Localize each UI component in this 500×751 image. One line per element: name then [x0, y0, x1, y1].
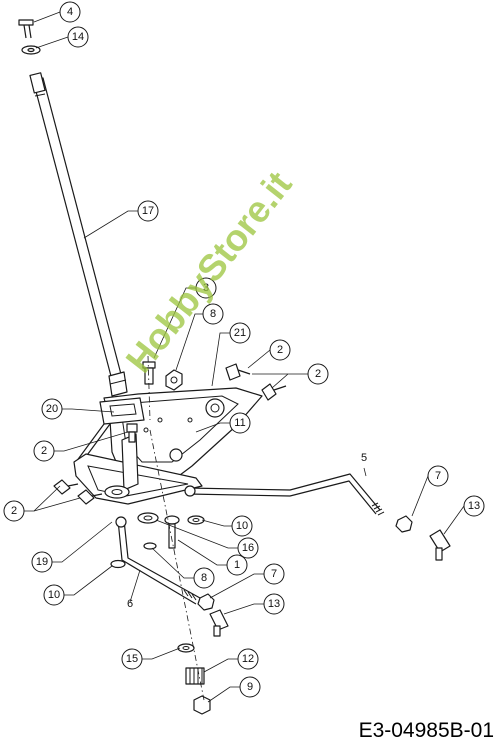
washer-15 — [177, 643, 195, 653]
drawing-code: E3-04985B-01 — [358, 719, 494, 742]
nut-8-top — [165, 369, 183, 391]
callout-7-lower-label: 7 — [271, 568, 277, 580]
callout-3-label: 3 — [203, 282, 209, 294]
screw-2-a — [225, 363, 251, 381]
callout-8-lower: 8 — [193, 567, 215, 589]
callout-15-label: 15 — [126, 653, 138, 665]
callout-4-label: 4 — [67, 6, 73, 18]
callout-8-top: 8 — [202, 303, 224, 325]
bolt-axis — [147, 355, 151, 421]
washer-10-right — [187, 515, 205, 525]
callout-19-label: 19 — [36, 556, 48, 568]
callout-13-lower: 13 — [263, 593, 285, 615]
callout-2-left: 2 — [33, 440, 55, 462]
label-5: 5 — [361, 452, 367, 464]
callout-21: 21 — [229, 322, 251, 344]
callout-3: 3 — [195, 277, 217, 299]
screw-2-e — [77, 489, 103, 505]
tie-rod-thread — [371, 502, 385, 516]
callout-16: 16 — [237, 537, 259, 559]
short-rod-thread — [183, 589, 197, 601]
callout-10-right-label: 10 — [236, 520, 248, 532]
callout-2-upper: 2 — [269, 339, 291, 361]
callout-1-label: 1 — [234, 559, 240, 571]
callout-13-lower-label: 13 — [268, 598, 280, 610]
callout-2-right: 2 — [307, 363, 329, 385]
tie-rod-short — [115, 516, 201, 605]
callout-2-lower-left: 2 — [3, 500, 25, 522]
callout-4: 4 — [59, 1, 81, 23]
callout-21-label: 21 — [234, 327, 246, 339]
callout-13-right-label: 13 — [468, 500, 480, 512]
callout-9: 9 — [239, 676, 261, 698]
nut-right — [395, 515, 413, 533]
ball-joint-lower — [209, 609, 229, 637]
callout-2-upper-label: 2 — [277, 344, 283, 356]
callout-16-label: 16 — [242, 542, 254, 554]
callout-2-left-label: 2 — [41, 445, 47, 457]
callout-20: 20 — [41, 398, 63, 420]
centre-axis — [149, 429, 205, 701]
ball-joint-right — [429, 529, 451, 561]
pivot-bracket — [104, 433, 139, 499]
washer-8-lower — [143, 542, 157, 550]
nut-lower — [197, 593, 215, 611]
callout-9-label: 9 — [247, 681, 253, 693]
bushing-16 — [137, 512, 159, 524]
callout-14-label: 14 — [72, 31, 84, 43]
washer-10-left — [110, 559, 126, 569]
screw-2-b — [261, 383, 287, 401]
callout-10-left-label: 10 — [48, 589, 60, 601]
callout-7-right-label: 7 — [435, 470, 441, 482]
screw-2-c — [126, 423, 138, 443]
pinion-gear — [185, 667, 205, 685]
callout-17: 17 — [137, 200, 159, 222]
callout-11: 11 — [229, 412, 251, 434]
callout-2-lower-left-label: 2 — [11, 505, 17, 517]
callout-13-right: 13 — [463, 495, 485, 517]
bolt-1 — [164, 515, 180, 549]
label-6: 6 — [127, 598, 133, 610]
callout-1: 1 — [226, 554, 248, 576]
callout-8-top-label: 8 — [210, 308, 216, 320]
callout-12: 12 — [237, 648, 259, 670]
callout-15: 15 — [121, 648, 143, 670]
callout-10-left: 10 — [43, 584, 65, 606]
callout-20-label: 20 — [46, 403, 58, 415]
callout-7-lower: 7 — [263, 563, 285, 585]
tie-rod-long — [184, 473, 385, 516]
callout-14: 14 — [67, 26, 89, 48]
callout-10-right: 10 — [231, 515, 253, 537]
leader-lines — [24, 11, 465, 703]
callout-12-label: 12 — [242, 653, 254, 665]
steering-shaft — [29, 72, 128, 397]
callout-19: 19 — [31, 551, 53, 573]
callout-8-lower-label: 8 — [201, 572, 207, 584]
washer-top — [21, 45, 41, 55]
callout-2-right-label: 2 — [315, 368, 321, 380]
bolt-3 — [142, 361, 156, 385]
callout-11-label: 11 — [234, 417, 245, 429]
callout-7-right: 7 — [427, 465, 449, 487]
screw-2-d — [53, 479, 79, 495]
nut-9 — [193, 695, 211, 715]
bolt-top — [18, 19, 34, 39]
callout-17-label: 17 — [142, 205, 154, 217]
